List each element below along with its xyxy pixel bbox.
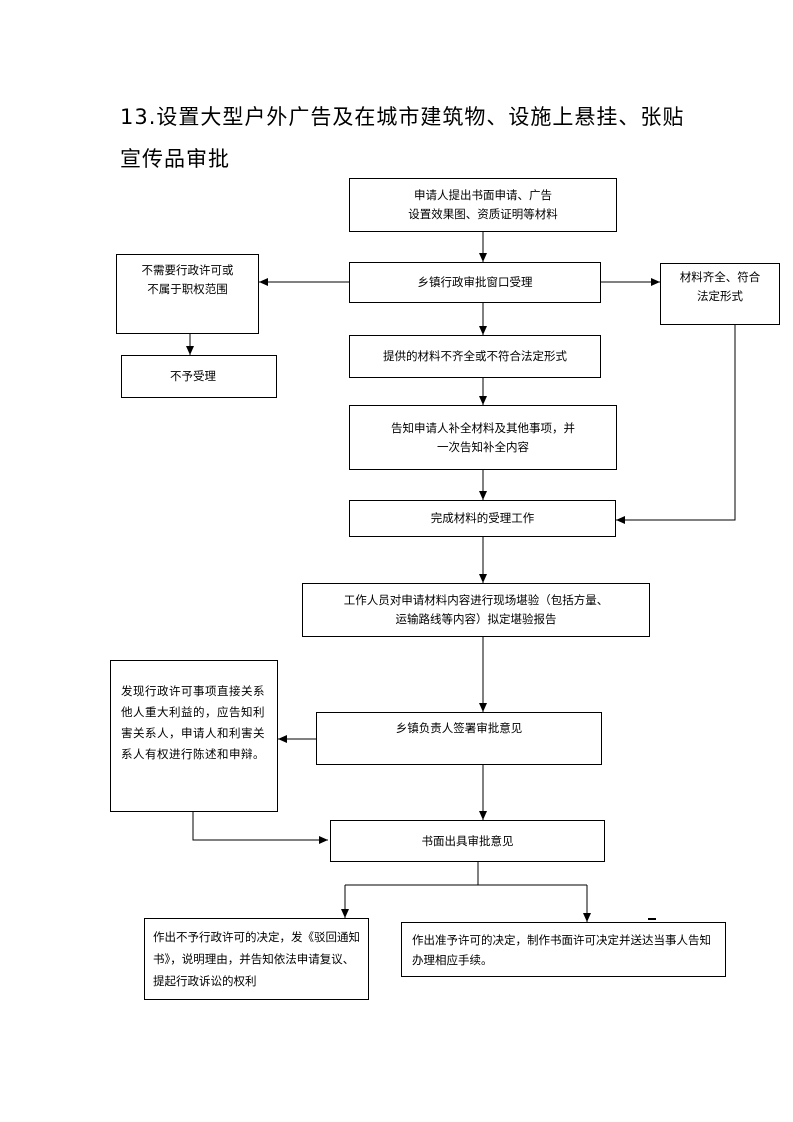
box-complete-ok: 材料齐全、符合法定形式	[660, 263, 780, 325]
box-written: 书面出具审批意见	[330, 820, 605, 862]
box-notify-line1: 告知申请人补全材料及其他事项，并	[391, 420, 575, 435]
box-complete-ok-line2: 法定形式	[697, 289, 743, 303]
box-not-accept: 不予受理	[121, 355, 277, 398]
box-sign-line1: 乡镇负责人签署审批意见	[395, 721, 523, 735]
page-title-line1: 13.设置大型户外广告及在城市建筑物、设施上悬挂、张贴	[120, 105, 685, 129]
arrow-hearing-to-written	[192, 812, 328, 844]
box-finish-accept-line1: 完成材料的受理工作	[430, 511, 535, 525]
box-window: 乡镇行政审批窗口受理	[349, 262, 601, 303]
box-survey-line2: 运输路线等内容）拟定堪验报告	[395, 612, 557, 626]
box-written-line1: 书面出具审批意见	[421, 833, 514, 848]
arrow-complete-to-finish	[616, 325, 736, 524]
box-apply-line1: 申请人提出书面申请、广告	[414, 188, 552, 202]
box-incomplete: 提供的材料不齐全或不符合法定形式	[349, 335, 601, 378]
box-not-needed: 不需要行政许可或不属于职权范围	[116, 254, 259, 334]
page-title-line2: 宣传品审批	[120, 147, 230, 171]
box-survey-line1: 工作人员对申请材料内容进行现场堪验（包括方量、	[343, 593, 609, 607]
box-not-needed-line1: 不需要行政许可或	[141, 263, 234, 277]
box-apply: 申请人提出书面申请、广告设置效果图、资质证明等材料	[349, 178, 617, 232]
box-complete-ok-line1: 材料齐全、符合	[679, 270, 761, 284]
box-hearing: 发现行政许可事项直接关系他人重大利益的，应告知利害关系人，申请人和利害关系人有权…	[110, 660, 278, 812]
box-notify: 告知申请人补全材料及其他事项，并一次告知补全内容	[349, 405, 617, 470]
box-apply-line2: 设置效果图、资质证明等材料	[408, 207, 558, 221]
box-approve: 作出准予许可的决定，制作书面许可决定并送达当事人告知办理相应手续。	[401, 922, 726, 977]
box-sign: 乡镇负责人签署审批意见	[316, 712, 602, 765]
box-reject: 作出不予行政许可的决定，发《驳回通知书》，说明理由，并告知依法申请复议、提起行政…	[144, 918, 369, 1000]
box-not-needed-line2: 不属于职权范围	[147, 282, 228, 296]
box-incomplete-line1: 提供的材料不齐全或不符合法定形式	[383, 349, 567, 363]
box-notify-line2: 一次告知补全内容	[437, 439, 529, 454]
box-not-accept-line1: 不予受理	[170, 369, 216, 383]
box-hearing-line1: 发现行政许可事项直接关系他人重大利益的，应告知利害关系人，申请人和利害关系人有权…	[121, 684, 265, 761]
box-survey: 工作人员对申请材料内容进行现场堪验（包括方量、运输路线等内容）拟定堪验报告	[302, 583, 650, 637]
box-window-line1: 乡镇行政审批窗口受理	[417, 275, 533, 289]
box-approve-line1: 作出准予许可的决定，制作书面许可决定并送达当事人告知办理相应手续。	[412, 933, 711, 967]
box-finish-accept: 完成材料的受理工作	[349, 500, 616, 537]
box-reject-line1: 作出不予行政许可的决定，发《驳回通知书》，说明理由，并告知依法申请复议、提起行政…	[153, 930, 360, 988]
